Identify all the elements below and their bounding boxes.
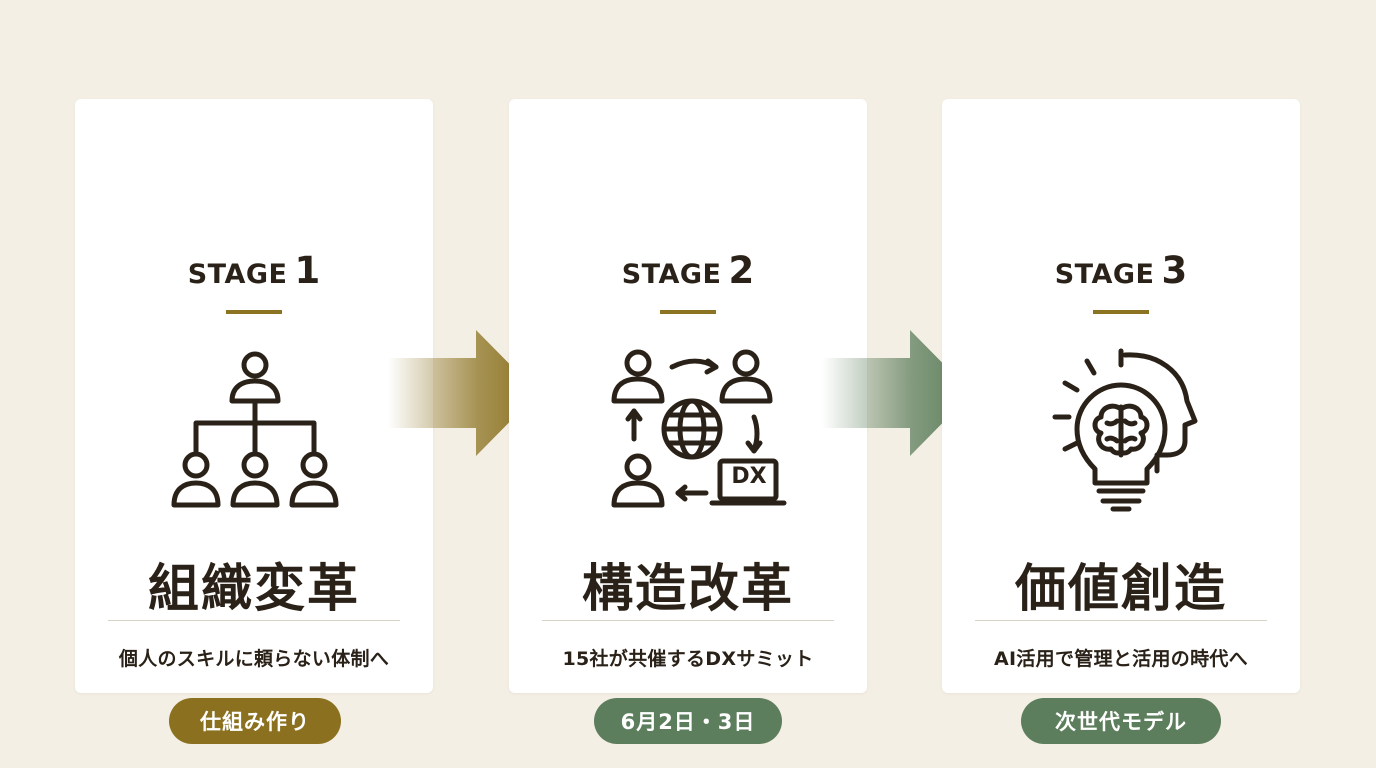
org-chart-icon — [154, 343, 354, 515]
stage-description: 15社が共催するDXサミット — [562, 648, 814, 670]
stage-description: 個人のスキルに頼らない体制へ — [118, 648, 390, 670]
network-exchange-icon: DX — [588, 343, 788, 515]
accent-bar — [226, 310, 282, 314]
stage-description: AI活用で管理と活用の時代へ — [994, 648, 1248, 670]
stage-headline: 価値創造 — [1014, 559, 1227, 619]
stage-tag: 6月2日・3日 — [594, 698, 782, 744]
divider — [975, 620, 1267, 621]
accent-bar — [660, 310, 716, 314]
progress-arrow-icon — [388, 330, 538, 456]
accent-bar — [1093, 310, 1149, 314]
progress-arrow-icon — [822, 330, 972, 456]
stage-tag: 次世代モデル — [1021, 698, 1221, 744]
dx-label: DX — [731, 464, 767, 489]
stage-headline: 構造改革 — [581, 559, 794, 619]
divider — [542, 620, 834, 621]
stage-headline: 組織変革 — [147, 559, 360, 619]
stage-tag: 仕組み作り — [169, 698, 341, 744]
divider — [108, 620, 400, 621]
ai-lightbulb-icon — [1021, 343, 1221, 515]
